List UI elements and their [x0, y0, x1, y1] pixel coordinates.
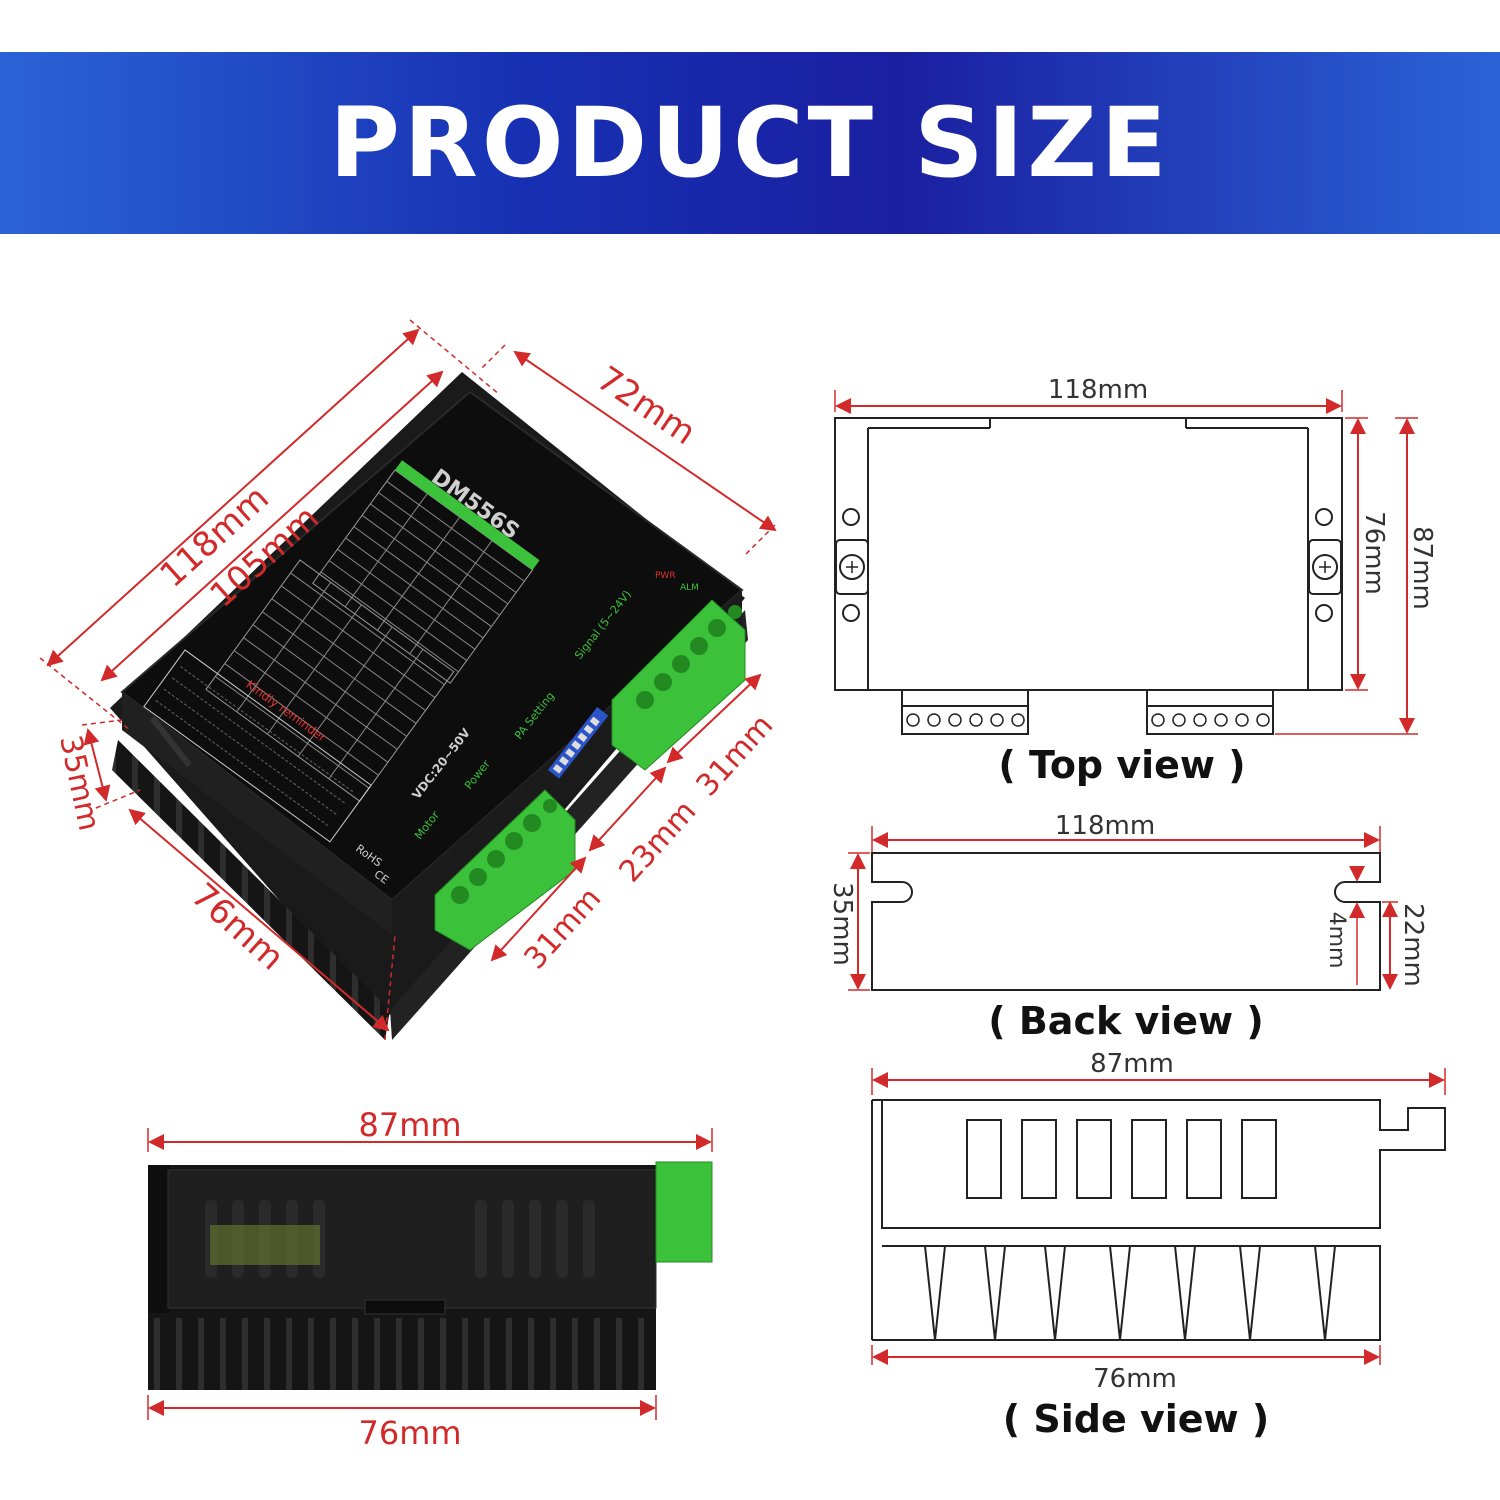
- driver-photo: DM556S: [39, 319, 781, 1041]
- back-view-caption: ( Back view ): [988, 999, 1264, 1043]
- dim-35mm-photo: 35mm: [52, 732, 106, 834]
- top-view-caption: ( Top view ): [998, 743, 1245, 787]
- dip-switch: [548, 706, 609, 779]
- back-view-mount: 22mm: [1398, 903, 1428, 987]
- alm-led-label: ALM: [680, 583, 699, 593]
- side-view-bottom-dim: 76mm: [1093, 1364, 1177, 1394]
- photo-side-bottom-dim: 76mm: [358, 1414, 461, 1452]
- side-view-caption: ( Side view ): [1003, 1397, 1269, 1441]
- dim-23mm: 23mm: [613, 794, 704, 889]
- back-view-height: 35mm: [827, 882, 857, 966]
- top-view-outer-height: 87mm: [1407, 526, 1437, 610]
- dim-31mm-upper: 31mm: [690, 708, 781, 803]
- banner-title: PRODUCT SIZE: [329, 87, 1171, 199]
- top-view-inner-height: 76mm: [1359, 511, 1389, 595]
- dim-72mm-photo: 72mm: [590, 359, 703, 453]
- back-view-drawing: 118mm 35mm 4mm 22mm ( Back view ): [827, 811, 1428, 1043]
- side-view-drawing: 87mm 76mm ( Side view ): [871, 1049, 1446, 1441]
- top-view-drawing: 118mm: [834, 375, 1437, 787]
- top-view-width: 118mm: [1048, 375, 1148, 405]
- back-view-width: 118mm: [1055, 811, 1155, 841]
- left-vents: [150, 716, 192, 768]
- pwr-led-label: PWR: [655, 571, 676, 581]
- side-photo: 87mm 76mm: [147, 1106, 713, 1452]
- title-banner: PRODUCT SIZE: [0, 52, 1500, 234]
- photo-dimension-lines: [46, 328, 777, 1032]
- back-view-slot: 4mm: [1324, 912, 1349, 969]
- side-view-top-dim: 87mm: [1090, 1049, 1174, 1079]
- photo-side-top-dim: 87mm: [358, 1106, 461, 1144]
